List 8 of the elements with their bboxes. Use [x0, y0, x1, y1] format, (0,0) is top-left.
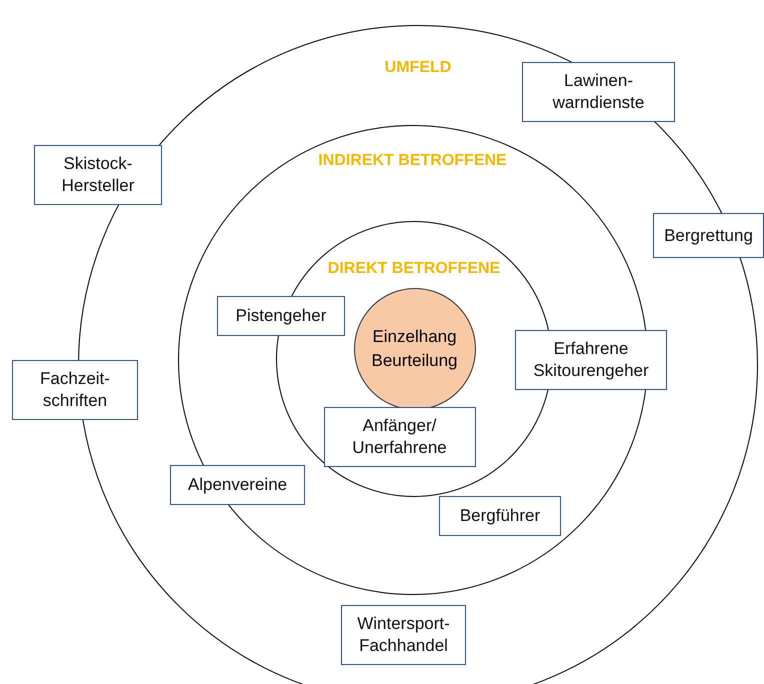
ring-title: UMFELD: [384, 59, 452, 77]
center-circle: Einzelhang Beurteilung: [354, 288, 476, 410]
ring-title: INDIREKT BETROFFENE: [318, 152, 507, 170]
stakeholder-box: Bergführer: [439, 496, 561, 536]
ring-title: DIREKT BETROFFENE: [328, 260, 500, 278]
stakeholder-box: Fachzeit- schriften: [12, 360, 138, 420]
stakeholder-box: Anfänger/ Unerfahrene: [324, 406, 476, 466]
stakeholder-box: Skistock- Hersteller: [34, 145, 162, 205]
